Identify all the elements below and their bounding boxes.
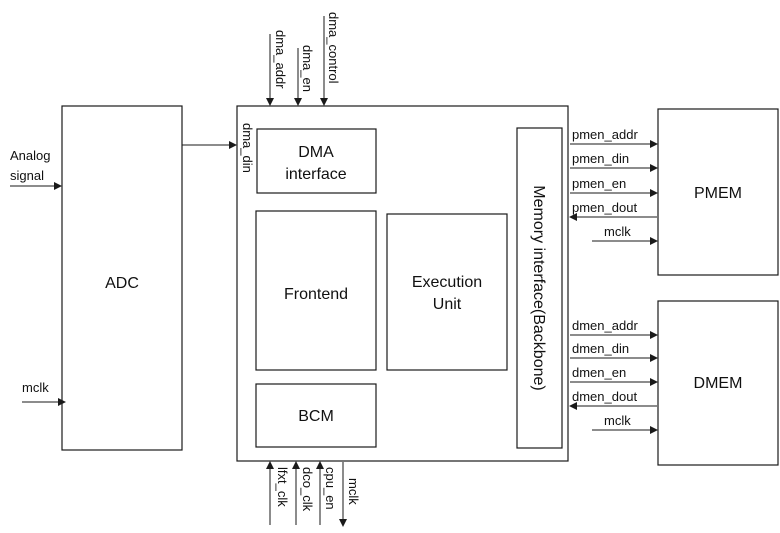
dmen-addr-label: dmen_addr xyxy=(572,318,638,333)
frontend-block xyxy=(255,210,377,371)
dma-addr-label: dma_addr xyxy=(273,30,288,89)
bcm-block xyxy=(255,383,377,448)
dma-control-label: dma_control xyxy=(326,12,341,84)
execution-unit-label-line1: Execution xyxy=(412,274,482,291)
dmem-block xyxy=(657,300,779,466)
adc-block xyxy=(61,105,183,451)
dma-interface-label-line2: interface xyxy=(285,166,346,183)
dmen-dout-label: dmen_dout xyxy=(572,389,637,404)
bcm-label: BCM xyxy=(298,408,334,425)
dma-din-label: dma_din xyxy=(240,123,255,173)
memory-interface-block xyxy=(516,127,563,449)
pmem-mclk-label: mclk xyxy=(604,224,631,239)
dma-en-label: dma_en xyxy=(300,45,315,92)
execution-unit-label-line2: Unit xyxy=(433,296,462,313)
dma-interface-block xyxy=(256,128,377,194)
dmem-mclk-label: mclk xyxy=(604,413,631,428)
pmen-addr-label: pmen_addr xyxy=(572,127,638,142)
dco-clk-label: dco_clk xyxy=(300,467,315,512)
frontend-label: Frontend xyxy=(284,286,348,303)
adc-label: ADC xyxy=(105,275,139,292)
analog-signal-label-line1: Analog xyxy=(10,148,50,163)
execution-unit-block xyxy=(386,213,508,371)
dma-interface-label-line1: DMA xyxy=(298,144,334,161)
pmem-block xyxy=(657,108,779,276)
pmem-label: PMEM xyxy=(694,185,742,202)
analog-signal-label-line2: signal xyxy=(10,168,44,183)
dmen-en-label: dmen_en xyxy=(572,365,626,380)
core-mclk-label: mclk xyxy=(346,478,361,505)
cpu-en-label: cpu_en xyxy=(323,467,338,510)
dmem-label: DMEM xyxy=(694,375,743,392)
pmen-en-label: pmen_en xyxy=(572,176,626,191)
adc-mclk-label: mclk xyxy=(22,380,49,395)
pmen-dout-label: pmen_dout xyxy=(572,200,637,215)
lfxt-clk-label: lfxt_clk xyxy=(275,467,290,507)
dmen-din-label: dmen_din xyxy=(572,341,629,356)
pmen-din-label: pmen_din xyxy=(572,151,629,166)
memory-interface-label: Memory interface(Backbone) xyxy=(530,185,547,390)
